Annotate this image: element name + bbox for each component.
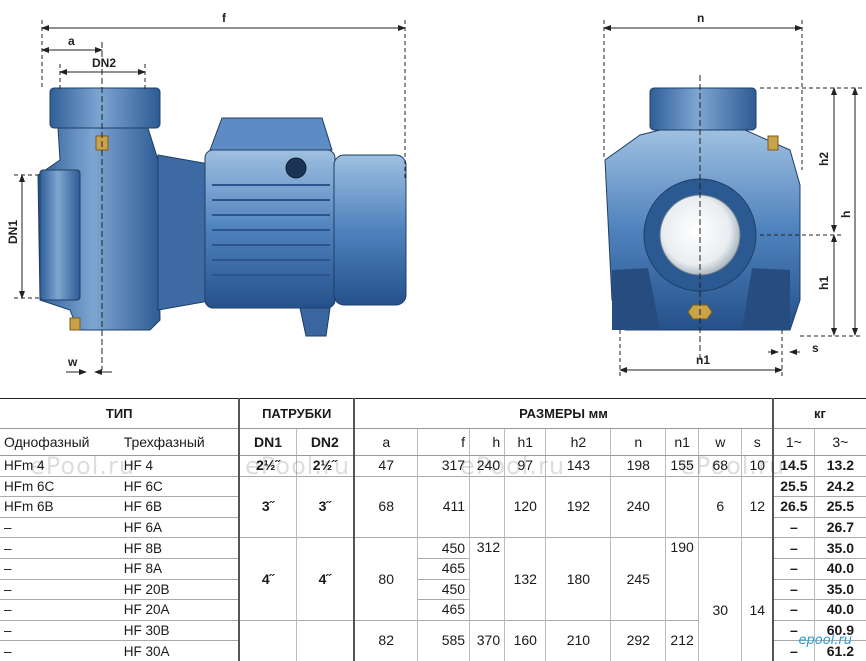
dim-w: w (67, 355, 78, 369)
dim-h2: h2 (817, 152, 831, 166)
side-view (37, 87, 407, 337)
group-type: ТИП (0, 398, 240, 429)
table-row: – HF 8A 465 – 40.0 (0, 557, 866, 580)
front-view (604, 87, 801, 331)
table-row: HFm 4 HF 4 2½˝ 2½˝ 47 317 240 97 143 198… (0, 455, 866, 477)
table-row: HFm 6C HF 6C 3˝ 3˝ 68 411 120 192 240 6 … (0, 475, 866, 538)
col-kg3: 3~ (813, 428, 866, 456)
dim-h1: h1 (817, 276, 831, 290)
dim-a: a (68, 34, 75, 48)
col-f: f (417, 428, 470, 456)
group-sizes: РАЗМЕРЫ мм (352, 398, 773, 429)
dim-s: s (812, 341, 819, 355)
watermark: ePool.ru (680, 452, 786, 480)
table-row: HFm 6B HF 6B 26.5 25.5 (0, 496, 866, 518)
dim-f: f (222, 11, 227, 25)
front-dimensions (603, 20, 862, 378)
watermark: ePool.ru (30, 452, 136, 480)
dim-dn2: DN2 (92, 56, 116, 70)
col-dn2: DN2 (295, 428, 354, 456)
spec-table: ТИП ПАТРУБКИ РАЗМЕРЫ мм кг Однофазный Тр… (0, 398, 866, 661)
side-dimensions (14, 20, 406, 375)
dim-h: h (839, 211, 853, 218)
pump-drawing: f a DN2 DN1 w n h2 h h1 (6, 11, 862, 378)
dim-n1: n1 (696, 353, 710, 367)
col-n1: n1 (665, 428, 699, 456)
col-kg1: 1~ (771, 428, 815, 456)
col-a: a (352, 428, 418, 456)
col-n: n (610, 428, 666, 456)
col-single: Однофазный (0, 428, 120, 456)
dim-n: n (697, 11, 704, 25)
col-w: w (698, 428, 742, 456)
col-s: s (741, 428, 773, 456)
dim-dn1: DN1 (6, 220, 20, 244)
col-three: Трехфазный (119, 428, 240, 456)
table-row: – HF 8B 4˝ 4˝ 80 450 312 132 180 245 190… (0, 537, 866, 621)
brand-logo: epool.ru (798, 633, 853, 648)
group-weight: кг (772, 398, 866, 429)
table-row: – HF 30B 82 585 370 160 210 292 212 – 60… (0, 619, 866, 661)
col-h: h (469, 428, 505, 456)
table-row: – HF 6A – 26.7 (0, 516, 866, 538)
col-dn1: DN1 (238, 428, 297, 456)
col-h1: h1 (504, 428, 546, 456)
table-row: – HF 20B 450 – 35.0 (0, 578, 866, 600)
watermark: ePool.ru (245, 452, 351, 480)
table-row: – HF 20A 465 – 40.0 (0, 599, 866, 621)
watermark: ePool.ru (460, 452, 566, 480)
group-ports: ПАТРУБКИ (238, 398, 354, 429)
col-h2: h2 (545, 428, 611, 456)
